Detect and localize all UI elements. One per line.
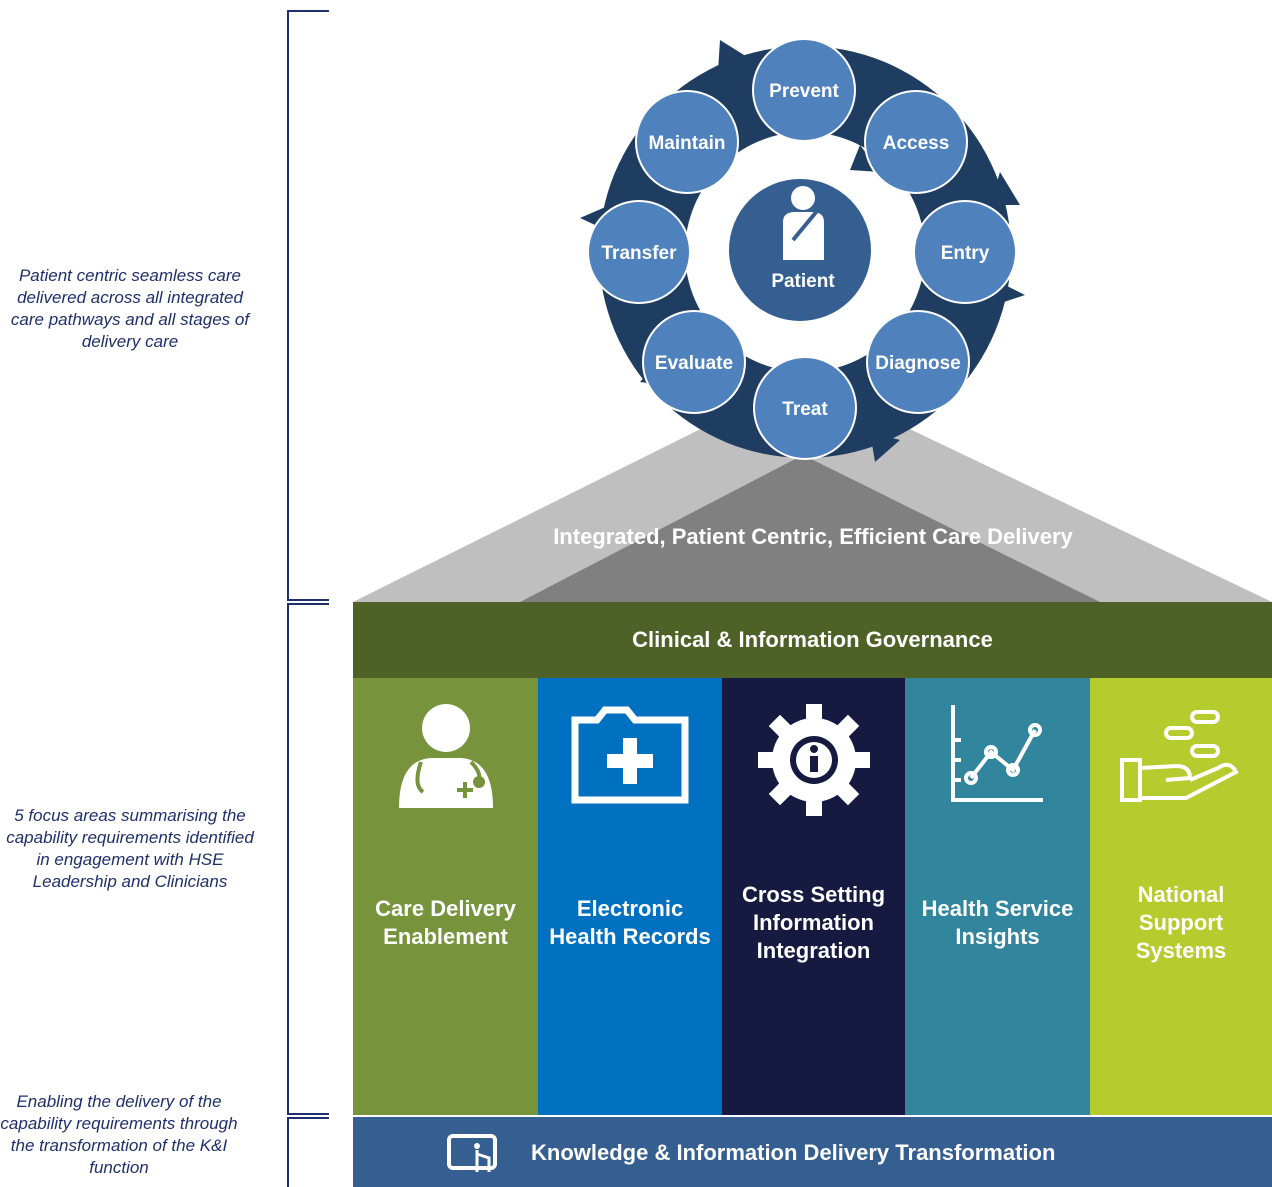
bracket-top [287, 10, 329, 601]
stage-label-treat: Treat [782, 399, 828, 420]
pillar-electronic-health-records: Electronic Health Records [538, 678, 722, 1115]
stage-label-diagnose: Diagnose [875, 353, 961, 374]
pillar-label: Cross Setting Information Integration [741, 882, 886, 963]
hand-coins-icon [1090, 700, 1272, 830]
stage-node-diagnose [866, 310, 970, 414]
stage-label-evaluate: Evaluate [655, 353, 733, 374]
roof-label: Integrated, Patient Centric, Efficient C… [553, 524, 1073, 549]
line-chart-icon [905, 700, 1090, 830]
stage-label-prevent: Prevent [769, 81, 839, 102]
pillar-health-service-insights: Health Service Insights [905, 678, 1090, 1115]
pillar-care-delivery: Care Delivery Enablement [353, 678, 538, 1115]
stage-node-access [864, 90, 968, 194]
info-gear-icon [722, 700, 905, 830]
stage-label-transfer: Transfer [602, 243, 678, 264]
pillar-cross-setting: Cross Setting Information Integration [722, 678, 905, 1115]
stage-label-entry: Entry [941, 243, 990, 264]
stage-node-entry [913, 200, 1017, 304]
pillar-label: Electronic Health Records [549, 896, 711, 949]
pillar-national-support: National Support Systems [1090, 678, 1272, 1115]
pillar-label: Health Service Insights [921, 896, 1074, 949]
stage-node-maintain [635, 90, 739, 194]
pillar-label: Care Delivery Enablement [375, 896, 516, 949]
patient-icon [783, 186, 824, 260]
stage-label-access: Access [883, 133, 950, 154]
side-note-focus-areas: 5 focus areas summarising the capability… [6, 806, 254, 891]
stage-node-evaluate [642, 310, 746, 414]
bracket-bottom [287, 1117, 329, 1187]
medical-folder-icon [538, 700, 722, 830]
bracket-lines [287, 10, 329, 1187]
governance-bar: Clinical & Information Governance [353, 602, 1272, 678]
footer-bar: Knowledge & Information Delivery Transfo… [353, 1117, 1272, 1187]
tablet-touch-icon [447, 1132, 503, 1182]
doctor-icon [353, 700, 538, 830]
side-note-patient-centric: Patient centric seamless care delivered … [10, 266, 250, 351]
stage-node-prevent [752, 38, 856, 142]
governance-label: Clinical & Information Governance [632, 627, 993, 652]
bracket-middle [287, 603, 329, 1115]
pillar-label: National Support Systems [1135, 882, 1227, 963]
footer-label: Knowledge & Information Delivery Transfo… [531, 1140, 1056, 1165]
stage-label-maintain: Maintain [648, 133, 725, 154]
stage-node-transfer [587, 200, 691, 304]
side-note-enabling: Enabling the delivery of the capability … [0, 1092, 238, 1177]
stage-node-treat [753, 356, 857, 460]
patient-label: Patient [771, 271, 835, 292]
roof-dark [520, 455, 1100, 602]
